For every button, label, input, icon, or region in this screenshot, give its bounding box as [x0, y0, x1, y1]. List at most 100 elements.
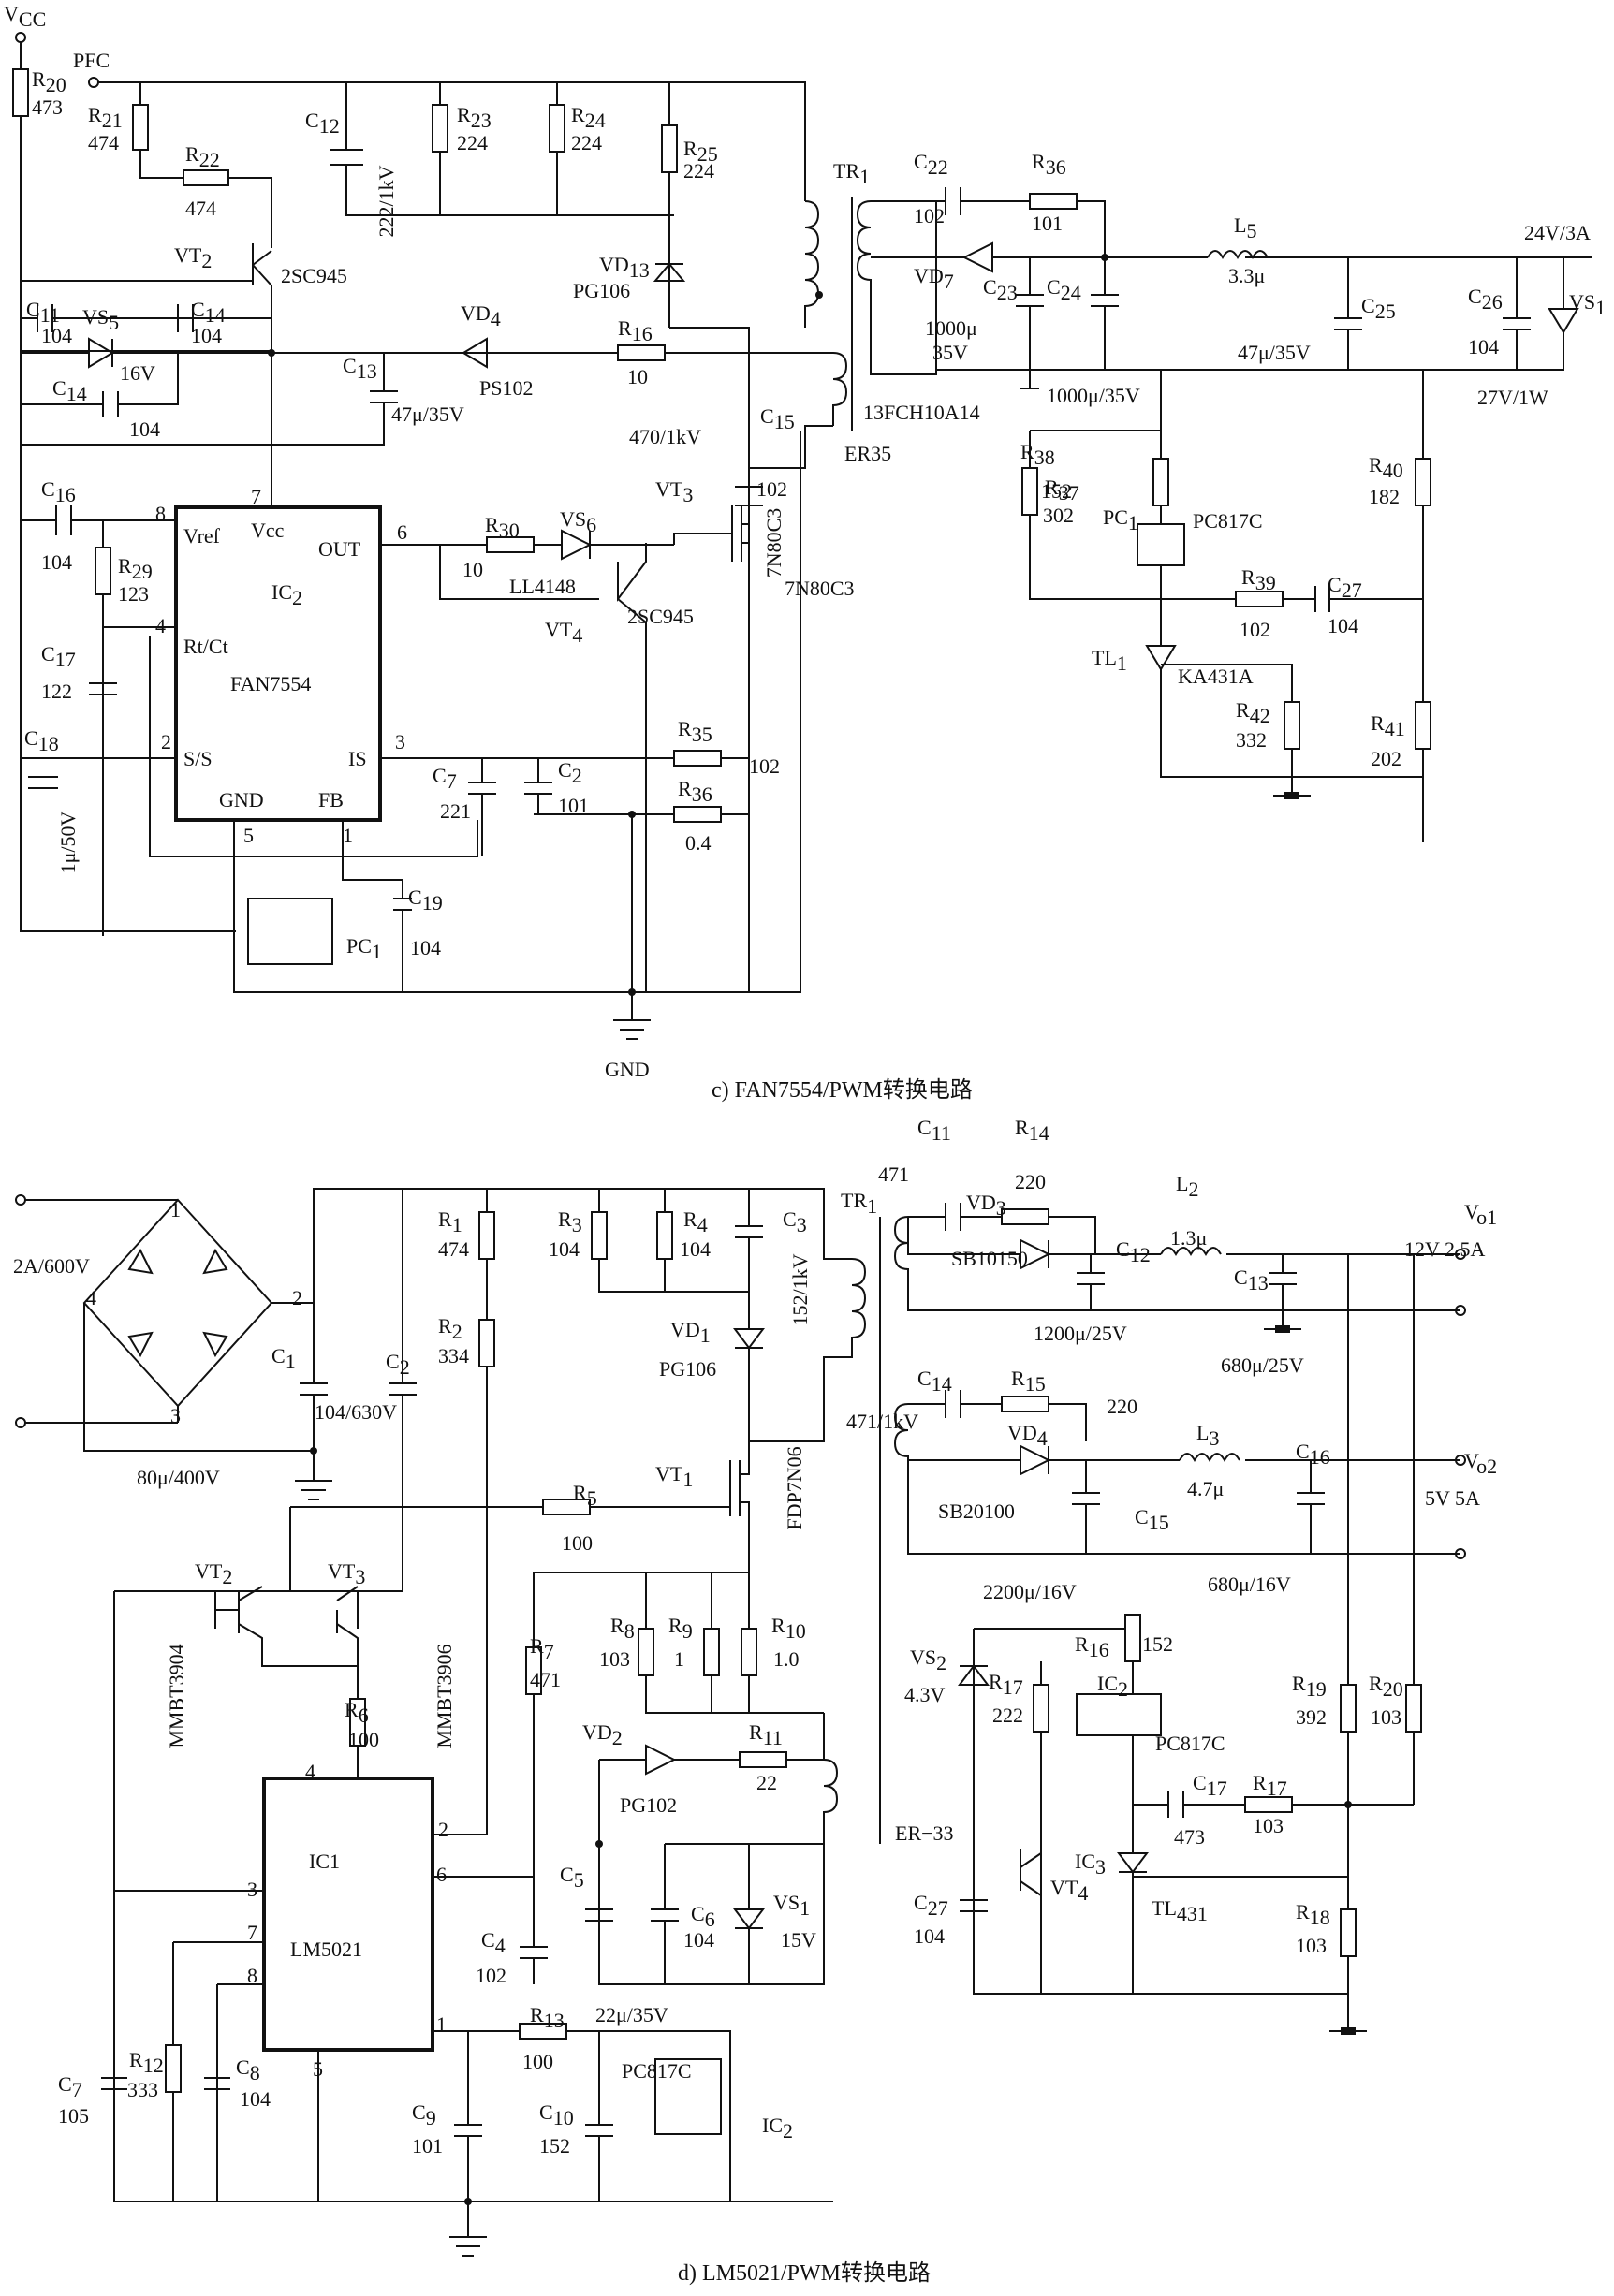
inductor-l3: [1179, 1453, 1240, 1463]
vertical-label-1-50v: 1μ/50V: [56, 811, 80, 873]
resistor-r37: [1021, 467, 1038, 516]
mosfet-vt1: [655, 1441, 750, 1572]
component-label-104: 104: [1468, 335, 1499, 358]
optocoupler-pc1-transistor: [247, 898, 333, 965]
transistor-vt3: [336, 1586, 359, 1666]
component-label-r12: R12: [129, 2048, 164, 2077]
component-label-c16: C16: [41, 477, 76, 506]
component-label-222: 222: [992, 1704, 1023, 1727]
component-label-r36: R36: [678, 777, 712, 806]
component-label-vo2: Vo2: [1464, 1449, 1497, 1478]
resistor-r24: [549, 104, 565, 153]
component-label-104: 104: [129, 417, 160, 441]
component-label-l2: L2: [1176, 1172, 1198, 1201]
component-label-104: 104: [41, 550, 72, 574]
component-label-c14: C14: [917, 1367, 952, 1396]
component-label-r19: R19: [1292, 1672, 1327, 1701]
vt4-and-c27: [960, 1849, 1042, 1912]
component-label-24v-3a: 24V/3A: [1524, 221, 1591, 244]
diode-vs6: [561, 529, 593, 561]
component-label-c3: C3: [783, 1207, 807, 1236]
resistor-r39: [1235, 591, 1284, 607]
bridge-ground: [83, 1303, 332, 1500]
component-label-lm5021: LM5021: [290, 1938, 362, 1961]
component-label-vd2: VD2: [582, 1720, 623, 1749]
tr1-secondary-coil: [856, 200, 872, 295]
component-label-er35: ER35: [844, 442, 891, 465]
capacitor-c27: [1314, 586, 1330, 612]
component-label-1-3: 1.3μ: [1170, 1226, 1207, 1250]
capacitor-c13: [21, 353, 398, 446]
component-label-1000: 1000μ: [925, 316, 977, 340]
resistor-r30: [486, 536, 535, 553]
inductor-l5: [1207, 250, 1269, 260]
component-label-s-s: S/S: [183, 747, 213, 770]
gnd-symbol: [613, 814, 651, 1040]
component-label-c10: C10: [539, 2100, 574, 2129]
component-label-c5: C5: [560, 1863, 584, 1892]
resistor-r21: [132, 104, 149, 151]
component-label-pc1: PC1: [346, 934, 382, 963]
component-label-101: 101: [558, 794, 589, 817]
resistor-r3: [591, 1211, 608, 1260]
component-label-r22: R22: [185, 142, 220, 171]
vo1-terminal: [1455, 1249, 1466, 1260]
secondary-2-wires: [893, 1403, 1460, 1555]
component-label-334: 334: [438, 1344, 469, 1367]
resistor-r25: [661, 124, 678, 173]
component-label-680-16v: 680μ/16V: [1208, 1572, 1291, 1596]
resistor-r38: [1152, 458, 1169, 506]
component-label-r8: R8: [610, 1614, 635, 1643]
component-label-7: 7: [247, 1921, 257, 1944]
component-label-102: 102: [749, 754, 780, 778]
component-label-104: 104: [240, 2087, 271, 2111]
component-label-out: OUT: [318, 537, 361, 561]
resistor-r13: [519, 2023, 567, 2040]
component-label-80-400v: 80μ/400V: [137, 1466, 220, 1489]
component-label-r24: R24: [571, 103, 606, 132]
resistor-r17a: [1033, 1684, 1049, 1733]
component-label-6: 6: [436, 1863, 447, 1886]
component-label-2200-16v: 2200μ/16V: [983, 1580, 1077, 1603]
gnd-bar: [1341, 2027, 1356, 2035]
capacitor-c11: [21, 304, 271, 332]
component-label-r20: R20: [1369, 1672, 1403, 1701]
component-label-r14: R14: [1015, 1116, 1049, 1145]
component-label-4-7: 4.7μ: [1187, 1477, 1224, 1500]
pfc-bus-wire: [98, 81, 806, 201]
ac-input-terminal-2: [15, 1417, 26, 1428]
caption-top: c) FAN7554/PWM转换电路: [712, 1077, 973, 1103]
component-label-ic3: IC3: [1075, 1850, 1106, 1879]
component-label-100: 100: [522, 2050, 553, 2073]
component-label-5: 5: [313, 2057, 323, 2081]
drain-wire: [669, 327, 833, 469]
component-label-l5: L5: [1234, 213, 1256, 242]
tl431-wires: [1117, 1735, 1414, 1994]
component-label-c27: C27: [914, 1891, 948, 1920]
fb-and-c19-wires: [233, 820, 749, 993]
component-label-4: 4: [155, 614, 166, 637]
component-label-103: 103: [1371, 1705, 1401, 1729]
resistor-r18: [1340, 1908, 1357, 1957]
c5-c6-vs1: [585, 1844, 765, 1984]
component-label-r35: R35: [678, 717, 712, 746]
component-label-ic1: IC1: [309, 1850, 340, 1873]
component-label-c15: C15: [1135, 1505, 1169, 1534]
component-label-35v: 35V: [932, 341, 968, 364]
component-label-332: 332: [1236, 728, 1267, 752]
component-label-104: 104: [191, 324, 222, 347]
component-label-104: 104: [914, 1924, 945, 1948]
component-label-c14: C14: [191, 298, 226, 327]
component-label-er-33: ER−33: [895, 1821, 954, 1845]
component-label-c4: C4: [481, 1928, 506, 1957]
capacitor-c4: [520, 1946, 548, 1984]
component-label-8: 8: [155, 502, 166, 525]
component-label-c13: C13: [1234, 1265, 1269, 1294]
component-label-c27: C27: [1328, 573, 1362, 602]
component-label-ll4148: LL4148: [509, 575, 576, 598]
component-label-r21: R21: [88, 103, 123, 132]
component-label-6: 6: [397, 520, 407, 544]
component-label-vt3: VT3: [328, 1559, 365, 1588]
